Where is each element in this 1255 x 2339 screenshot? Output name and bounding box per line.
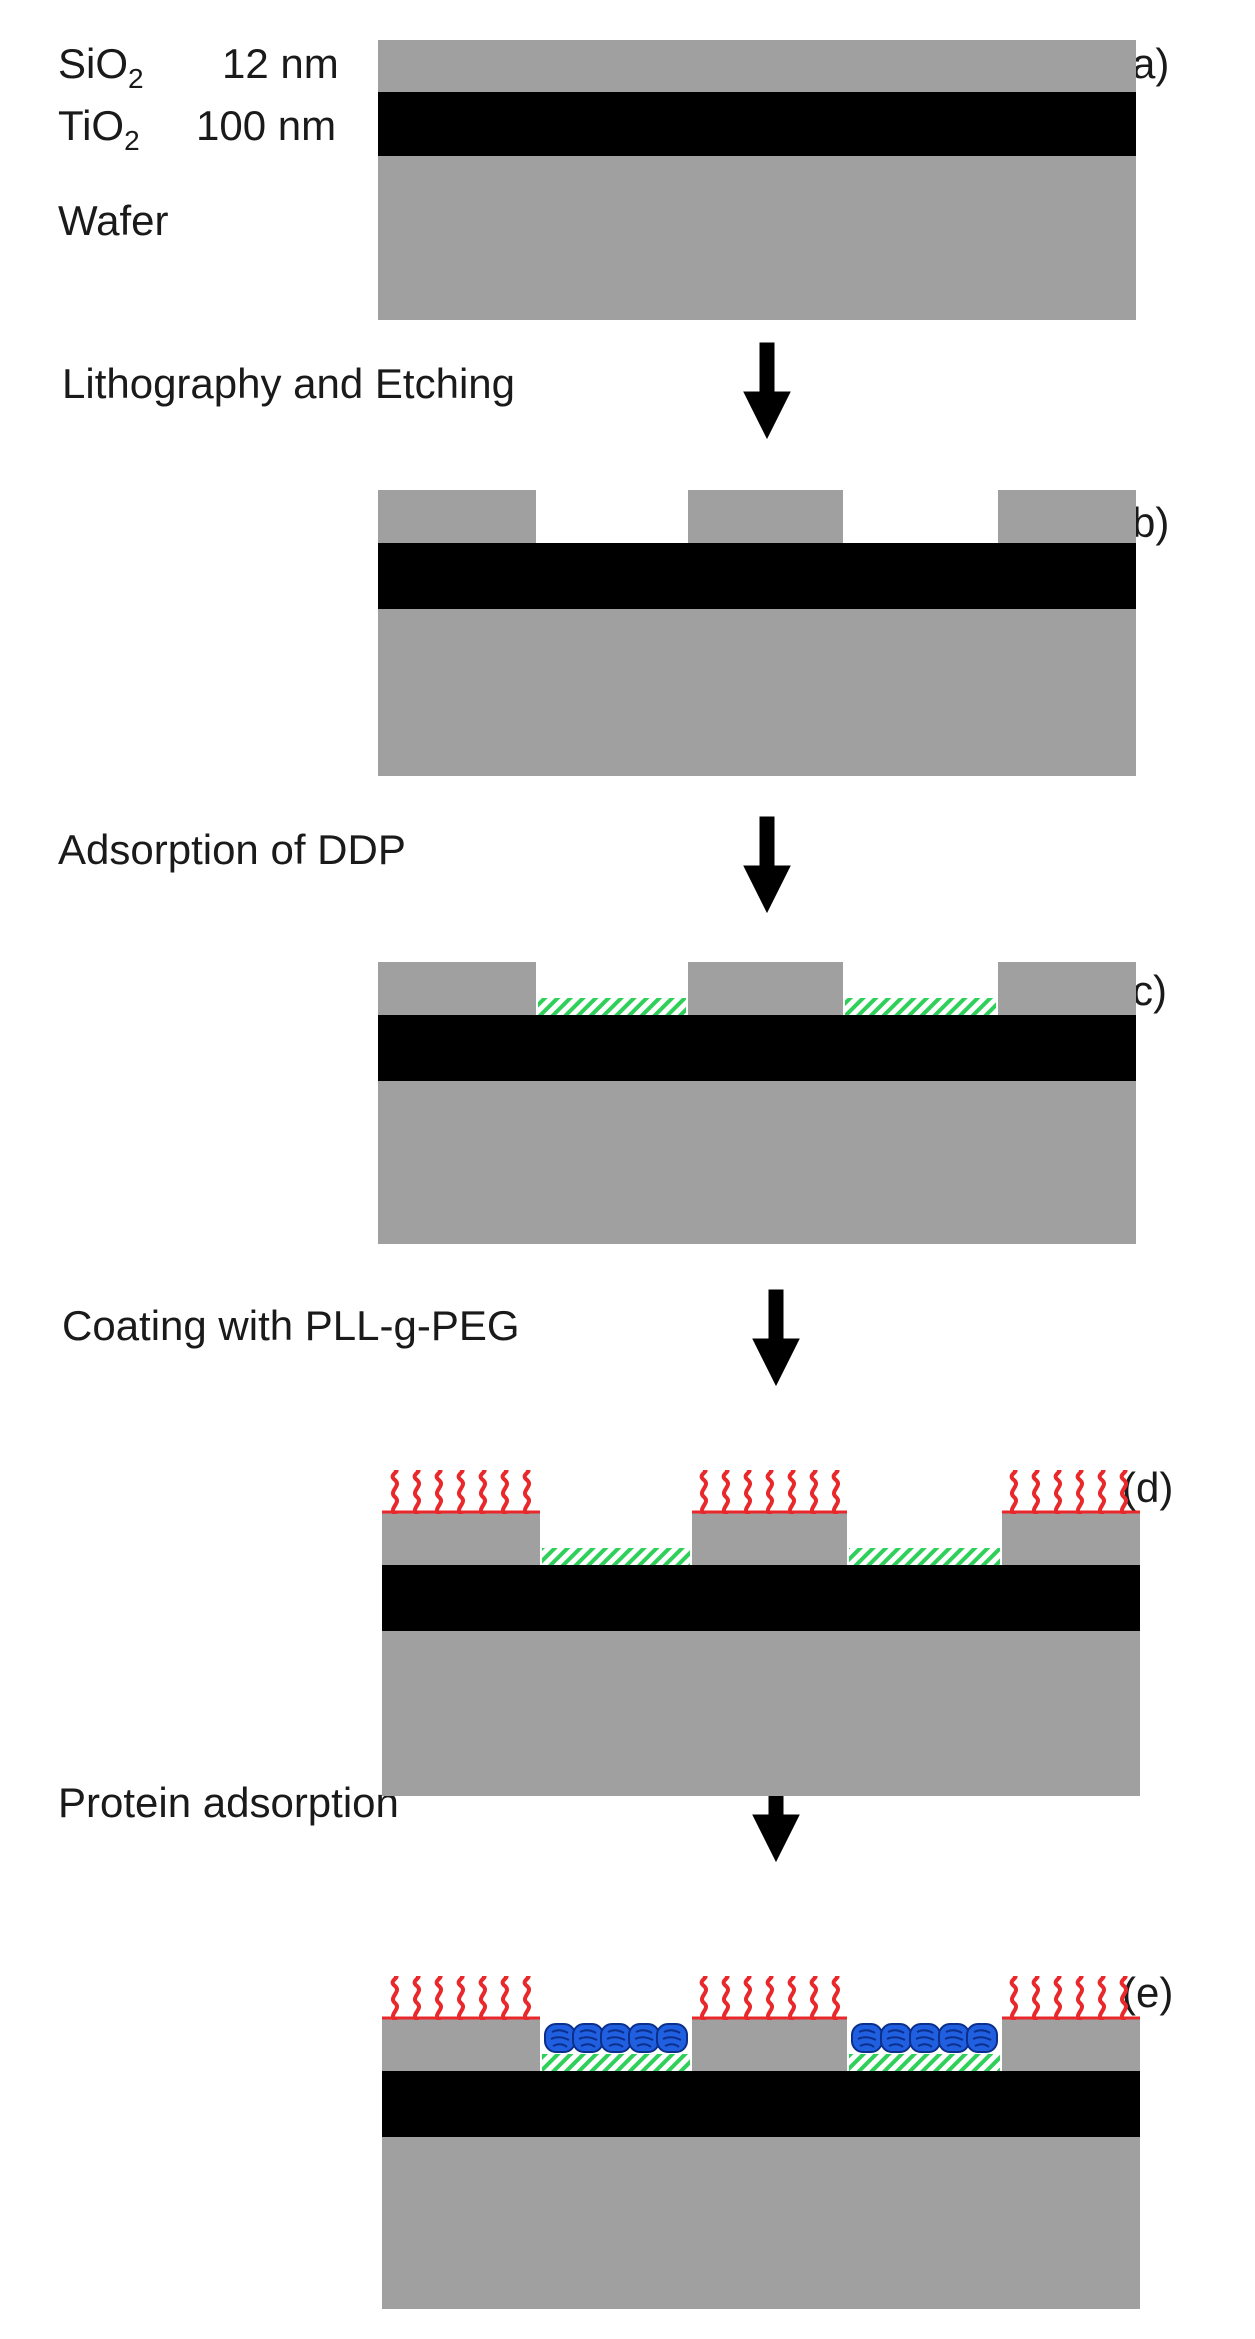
sio2-island bbox=[998, 962, 1136, 1015]
panel-d bbox=[382, 1470, 1140, 1796]
arrow-b-c-icon bbox=[743, 816, 791, 914]
wafer-layer bbox=[382, 2137, 1140, 2309]
tio2-layer bbox=[382, 1565, 1140, 1631]
tio2-layer bbox=[378, 543, 1136, 609]
wafer-layer bbox=[378, 609, 1136, 776]
protein-cluster-icon bbox=[544, 2023, 688, 2053]
peg-brush-icon bbox=[382, 1976, 540, 2020]
sio2-island bbox=[1002, 1512, 1140, 1565]
peg-brush-icon bbox=[382, 1470, 540, 1514]
peg-brush-icon bbox=[1002, 1976, 1140, 2020]
wafer-layer bbox=[378, 1081, 1136, 1244]
tio2-label: TiO2 bbox=[58, 102, 140, 156]
sio2-island bbox=[378, 490, 536, 543]
peg-brush-icon bbox=[1002, 1470, 1140, 1514]
wafer-label: Wafer bbox=[58, 197, 168, 244]
panel-b bbox=[378, 490, 1136, 776]
ddp-layer bbox=[849, 2054, 1000, 2071]
sio2-island bbox=[1002, 2018, 1140, 2071]
sio2-island bbox=[378, 962, 536, 1015]
sio2-island bbox=[692, 2018, 847, 2071]
step-ddp: Adsorption of DDP bbox=[58, 826, 406, 873]
panel-a bbox=[378, 40, 1136, 320]
sio2-island bbox=[382, 2018, 540, 2071]
ddp-layer bbox=[849, 1548, 1000, 1565]
tio2-thickness: 100 nm bbox=[196, 102, 336, 149]
ddp-layer bbox=[538, 998, 686, 1015]
ddp-layer bbox=[542, 1548, 690, 1565]
sio2-island bbox=[688, 962, 843, 1015]
wafer-layer bbox=[378, 156, 1136, 320]
panel-label-e: (e) bbox=[1122, 1969, 1173, 2016]
sio2-thickness: 12 nm bbox=[222, 40, 339, 87]
peg-brush-icon bbox=[692, 1470, 847, 1514]
sio2-island bbox=[688, 490, 843, 543]
protein-cluster-icon bbox=[851, 2023, 998, 2053]
sio2-label: SiO2 bbox=[58, 40, 144, 94]
peg-brush-icon bbox=[692, 1976, 847, 2020]
sio2-layer bbox=[378, 40, 1136, 92]
tio2-layer bbox=[378, 92, 1136, 156]
wafer-layer bbox=[382, 1631, 1140, 1796]
panel-e bbox=[382, 1976, 1140, 2309]
ddp-layer bbox=[542, 2054, 690, 2071]
arrow-c-d-icon bbox=[752, 1289, 800, 1387]
sio2-island bbox=[998, 490, 1136, 543]
tio2-layer bbox=[378, 1015, 1136, 1081]
tio2-layer bbox=[382, 2071, 1140, 2137]
sio2-island bbox=[692, 1512, 847, 1565]
arrow-a-b-icon bbox=[743, 342, 791, 440]
panel-label-d: (d) bbox=[1122, 1464, 1173, 1511]
step-lithography: Lithography and Etching bbox=[62, 360, 515, 407]
step-peg: Coating with PLL-g-PEG bbox=[62, 1302, 520, 1349]
panel-c bbox=[378, 962, 1136, 1244]
step-protein: Protein adsorption bbox=[58, 1779, 399, 1826]
sio2-island bbox=[382, 1512, 540, 1565]
ddp-layer bbox=[845, 998, 996, 1015]
